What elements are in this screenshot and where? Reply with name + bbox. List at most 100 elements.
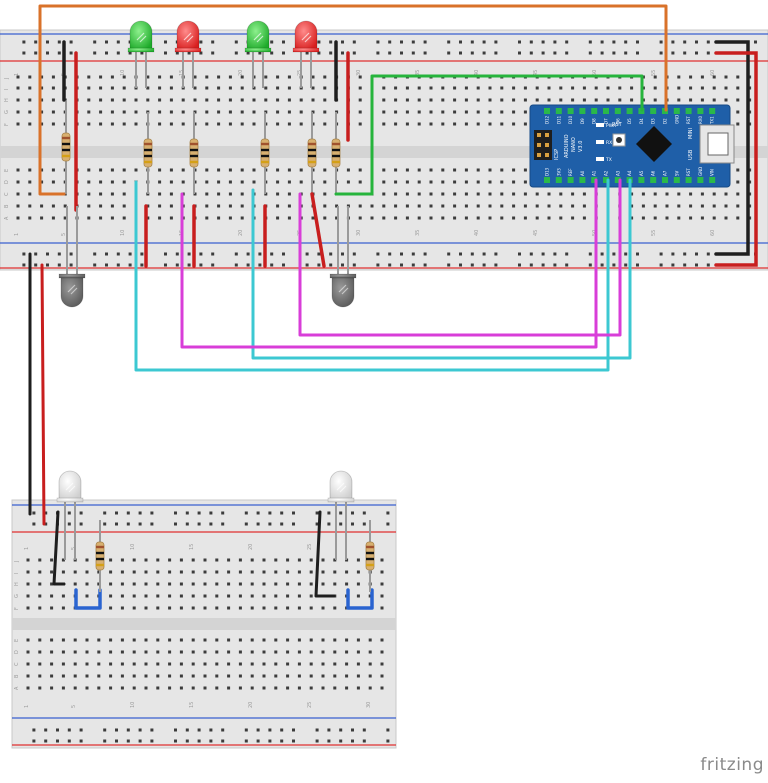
breadboard-hole	[120, 606, 124, 610]
pin-label-top: GND	[674, 115, 679, 124]
breadboard-hole	[203, 558, 207, 562]
breadboard-hole	[40, 122, 44, 126]
breadboard-hole	[120, 650, 124, 654]
breadboard-hole	[110, 122, 114, 126]
breadboard-hole	[464, 122, 468, 126]
breadboard-hole	[512, 98, 516, 102]
breadboard-hole	[227, 570, 231, 574]
rail-hole	[221, 728, 225, 732]
breadboard-hole	[228, 86, 232, 90]
rail-hole	[103, 522, 107, 526]
row-letter: B	[14, 674, 20, 678]
breadboard-hole	[99, 86, 103, 90]
breadboard-hole	[61, 638, 65, 642]
breadboard-hole	[571, 204, 575, 208]
rail-hole	[79, 511, 83, 515]
header-pin	[603, 177, 609, 183]
breadboard-hole	[26, 662, 30, 666]
rail-hole	[221, 522, 225, 526]
breadboard-hole	[630, 204, 634, 208]
breadboard-hole	[240, 180, 244, 184]
breadboard-hole	[500, 110, 504, 114]
breadboard-hole	[50, 674, 54, 678]
rail-hole	[612, 263, 616, 267]
breadboard-hole	[368, 674, 372, 678]
breadboard-hole	[28, 86, 32, 90]
row-letter: F	[4, 123, 10, 126]
breadboard-hole	[653, 204, 657, 208]
breadboard-hole	[109, 674, 113, 678]
breadboard-hole	[346, 180, 350, 184]
breadboard-hole	[630, 216, 634, 220]
rail-hole	[46, 252, 49, 256]
breadboard-hole	[109, 558, 113, 562]
breadboard-hole	[122, 192, 126, 196]
pin-label-bottom: A4	[627, 170, 632, 176]
breadboard-hole	[240, 192, 244, 196]
breadboard-hole	[73, 582, 77, 586]
breadboard-hole	[238, 558, 242, 562]
breadboard-hole	[535, 98, 539, 102]
pin-label-bottom: A1	[592, 170, 597, 176]
rail-hole	[352, 252, 356, 256]
rail-hole	[671, 263, 675, 267]
rail-hole	[612, 51, 616, 55]
rail-hole	[116, 40, 120, 44]
breadboard-hole	[700, 86, 704, 90]
breadboard-hole	[323, 180, 327, 184]
rail-hole	[256, 511, 260, 515]
column-number: 5	[71, 705, 77, 708]
breadboard-hole	[181, 168, 185, 172]
breadboard-hole	[262, 638, 266, 642]
rail-hole	[292, 511, 295, 515]
rail-hole	[541, 252, 545, 256]
breadboard-hole	[181, 122, 185, 126]
rail-hole	[268, 728, 272, 732]
rail-hole	[317, 40, 321, 44]
rail-hole	[22, 252, 26, 256]
breadboard-hole	[582, 204, 586, 208]
rail-hole	[211, 252, 215, 256]
rail-hole	[93, 263, 97, 267]
breadboard-hole	[677, 98, 681, 102]
rail-hole	[706, 51, 710, 55]
pin-label-top: D6	[615, 118, 620, 124]
breadboard-hole	[297, 662, 301, 666]
breadboard-hole	[262, 650, 266, 654]
breadboard-hole	[205, 192, 209, 196]
breadboard-hole	[156, 662, 160, 666]
breadboard-hole	[158, 204, 162, 208]
rail-hole	[174, 511, 177, 515]
pwr-led	[596, 123, 604, 127]
breadboard-hole	[38, 650, 42, 654]
rail-hole	[280, 522, 284, 526]
column-number: 60	[710, 230, 716, 236]
breadboard-hole	[99, 216, 103, 220]
breadboard-hole	[264, 75, 268, 79]
rail-hole	[258, 263, 262, 267]
rail-hole	[447, 51, 451, 55]
breadboard-hole	[441, 216, 445, 220]
breadboard-hole	[262, 686, 266, 690]
rail-hole	[400, 252, 403, 256]
breadboard-hole	[311, 75, 315, 79]
rail-hole	[69, 263, 73, 267]
rail-hole	[197, 511, 201, 515]
breadboard-hole	[700, 192, 704, 196]
breadboard-hole	[382, 216, 386, 220]
breadboard-hole	[429, 110, 433, 114]
breadboard-hole	[16, 216, 20, 220]
breadboard-hole	[476, 110, 480, 114]
breadboard-hole	[370, 216, 374, 220]
breadboard-hole	[238, 686, 242, 690]
rail-hole	[447, 252, 451, 256]
rail-hole	[140, 252, 144, 256]
column-number: 10	[120, 230, 126, 236]
breadboard-hole	[168, 638, 172, 642]
breadboard-hole	[205, 75, 209, 79]
rail-hole	[258, 51, 262, 55]
breadboard-hole	[297, 686, 301, 690]
breadboard-hole	[228, 216, 232, 220]
breadboard-hole	[191, 582, 195, 586]
pin-label-top: D7	[604, 118, 609, 124]
